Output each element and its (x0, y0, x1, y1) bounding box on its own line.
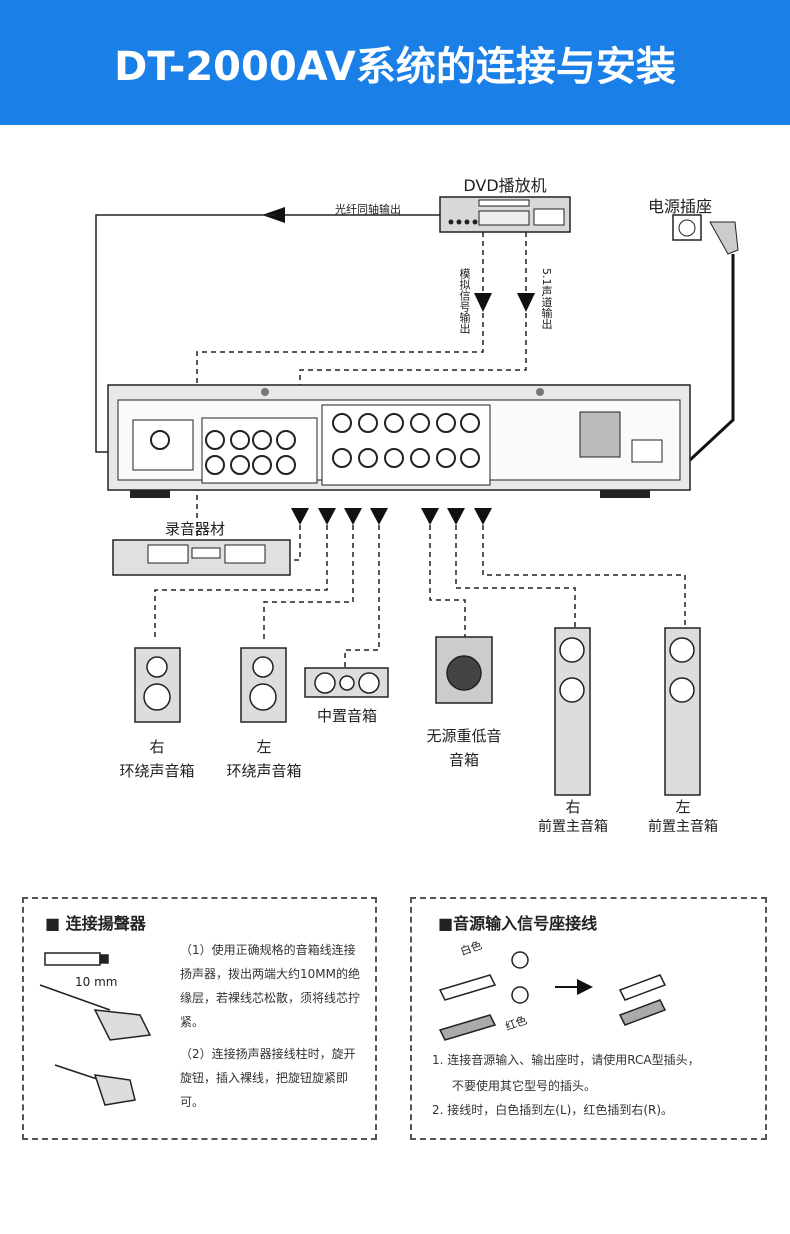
ch51-label: 5.1声道输出 (540, 268, 553, 330)
page-title: DT-2000AV系统的连接与安装 (114, 43, 676, 90)
jack-icon (384, 448, 404, 468)
speaker-icons (134, 627, 701, 796)
jack-icon (230, 455, 250, 475)
speaker-label-right-surround: 右环绕声音箱 (119, 738, 195, 780)
jack-icon (332, 413, 352, 433)
recorder-label: 录音器材 (165, 520, 226, 538)
power-label: 电源插座 (648, 197, 713, 216)
speaker-step-2: （2）连接扬声器接线柱时，旋开旋钮，插入裸线，把旋钮旋紧即可。 (180, 1047, 356, 1109)
measure-label: 10 mm (75, 975, 118, 989)
speaker-connection-box (22, 897, 377, 1140)
jack-icon (252, 430, 272, 450)
optical-label: 光纤同轴输出 (335, 203, 401, 216)
jack-icon (436, 448, 456, 468)
dvd-player-icon (439, 196, 571, 233)
jack-icon (332, 448, 352, 468)
speaker-step-1: （1）使用正确规格的音箱线连接扬声器，拨出两端大约10MM的绝缘层，若裸线芯松散… (180, 943, 361, 1029)
analog-label: 模拟信号输出 (458, 268, 471, 334)
rca-connection-box (410, 897, 767, 1140)
speaker-label-center: 中置音箱 (316, 707, 377, 725)
rca-note-1b: 不要使用其它型号的插头。 (452, 1079, 597, 1093)
jack-icon (358, 413, 378, 433)
jack-icon (252, 455, 272, 475)
speaker-box-title: ■ 连接揚聲器 (45, 914, 146, 933)
jack-icon (276, 455, 296, 475)
tape-recorder-icon (112, 539, 291, 576)
jack-icon (410, 448, 430, 468)
dvd-label: DVD播放机 (463, 176, 547, 195)
speaker-label-left-surround: 左环绕声音箱 (226, 738, 302, 780)
amplifier-rear-panel-icon (107, 384, 691, 498)
rca-box-title: ■音源输入信号座接线 (438, 914, 598, 933)
jack-icon (384, 413, 404, 433)
rca-note-2: 2. 接线时，白色插到左(L)，红色插到右(R)。 (432, 1103, 674, 1117)
speaker-label-right-front: 右前置主音箱 (538, 798, 608, 835)
jack-icon (150, 430, 170, 450)
speaker-label-subwoofer: 无源重低音音箱 (426, 727, 502, 769)
jack-icon (358, 448, 378, 468)
power-outlet-icon (672, 214, 702, 241)
jack-icon (410, 413, 430, 433)
jack-icon (436, 413, 456, 433)
jack-icon (205, 430, 225, 450)
jack-icon (460, 413, 480, 433)
jack-icon (460, 448, 480, 468)
rca-note-1a: 1. 连接音源输入、输出座时，请使用RCA型插头， (432, 1053, 700, 1067)
jack-icon (205, 455, 225, 475)
jack-icon (276, 430, 296, 450)
speaker-label-left-front: 左前置主音箱 (648, 798, 718, 835)
header-banner: DT-2000AV系统的连接与安装 (0, 0, 790, 125)
jack-icon (230, 430, 250, 450)
